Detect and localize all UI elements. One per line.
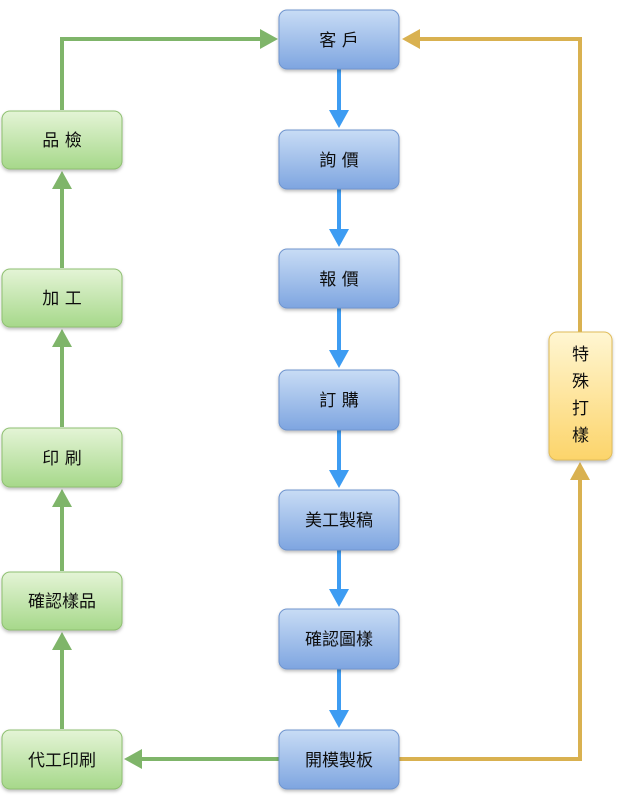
right-arrows xyxy=(399,29,590,761)
left-arrows xyxy=(52,29,279,769)
arrow-inspection-to-customer xyxy=(60,29,278,110)
node-special-sample: 特 殊 打 樣 xyxy=(548,331,613,461)
arrow-confirm-sample-to-printing xyxy=(52,489,72,571)
node-processing: 加 工 xyxy=(1,268,123,328)
node-confirm-sample: 確認樣品 xyxy=(1,571,123,631)
node-confirm-sample-label: 確認樣品 xyxy=(28,592,96,612)
node-oem-print-label: 代工印刷 xyxy=(28,751,96,771)
arrow-special-sample-to-customer xyxy=(402,29,582,332)
node-inspection: 品 檢 xyxy=(1,110,123,170)
node-customer-label: 客 戶 xyxy=(319,31,358,51)
node-quote-label: 報 價 xyxy=(319,270,358,290)
arrow-order-to-artwork xyxy=(329,430,349,488)
node-order-label: 訂 購 xyxy=(319,391,358,411)
arrow-printing-to-processing xyxy=(52,329,72,427)
node-order: 訂 購 xyxy=(278,369,400,431)
node-mold-making-label: 開模製板 xyxy=(305,751,373,771)
special-sample-char-2: 殊 xyxy=(572,372,589,392)
arrow-quote-to-order xyxy=(329,308,349,368)
special-sample-char-4: 樣 xyxy=(572,426,589,446)
node-confirm-drawing-label: 確認圖樣 xyxy=(305,630,373,650)
node-printing-label: 印 刷 xyxy=(42,449,81,469)
special-sample-char-1: 特 xyxy=(572,345,589,365)
node-inquiry-label: 詢 價 xyxy=(319,151,358,171)
arrow-oem-print-to-confirm-sample xyxy=(52,632,72,729)
node-artwork-label: 美工製稿 xyxy=(305,511,373,531)
arrow-mold-to-special-sample xyxy=(399,462,590,761)
arrow-mold-to-oem-print xyxy=(124,749,279,769)
arrow-confirm-drawing-to-mold xyxy=(329,669,349,728)
node-confirm-drawing: 確認圖樣 xyxy=(278,608,400,670)
node-mold-making: 開模製板 xyxy=(278,729,400,790)
node-inquiry: 詢 價 xyxy=(278,129,400,190)
special-sample-char-3: 打 xyxy=(572,399,589,419)
arrow-artwork-to-confirm-drawing xyxy=(329,550,349,607)
node-printing: 印 刷 xyxy=(1,427,123,488)
node-oem-print: 代工印刷 xyxy=(1,729,123,790)
arrow-customer-to-inquiry xyxy=(329,69,349,128)
node-customer: 客 戶 xyxy=(278,9,400,70)
arrow-inquiry-to-quote xyxy=(329,189,349,247)
node-quote: 報 價 xyxy=(278,248,400,309)
node-inspection-label: 品 檢 xyxy=(42,131,81,151)
arrow-processing-to-inspection xyxy=(52,171,72,268)
node-artwork: 美工製稿 xyxy=(278,489,400,551)
node-processing-label: 加 工 xyxy=(42,289,81,309)
center-arrows xyxy=(329,69,349,728)
